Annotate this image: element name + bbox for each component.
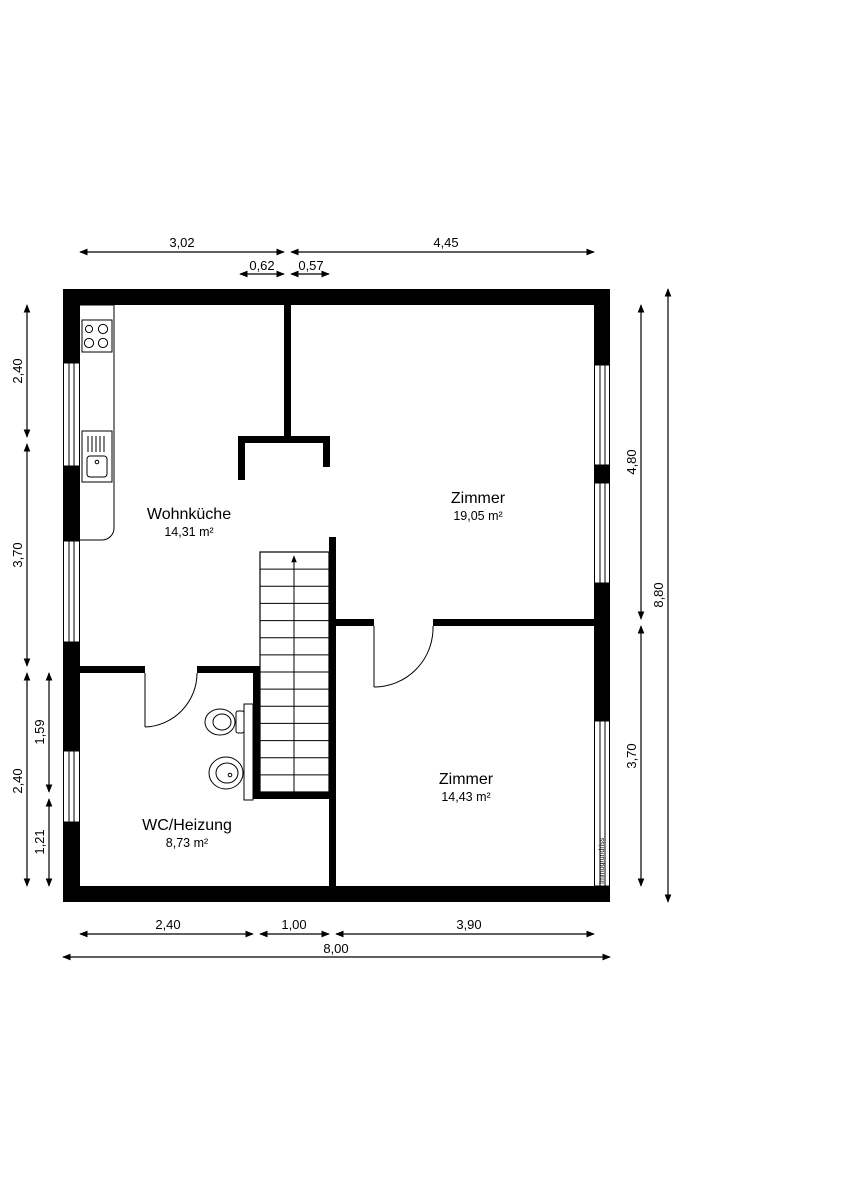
dim-right-total: 8,80 [651, 582, 666, 607]
dim-bottom-left: 2,40 [155, 917, 180, 932]
window-right-2 [594, 482, 610, 584]
window-left-1 [63, 362, 80, 467]
room-area-wohnkueche: 14,31 m² [164, 525, 213, 539]
door-wc [144, 672, 198, 728]
dim-left-upper: 2,40 [10, 358, 25, 383]
dim-bottom-total: 8,00 [323, 941, 348, 956]
dim-top-small-right: 0,57 [298, 258, 323, 273]
room-name-wc: WC/Heizung [142, 817, 232, 834]
room-name-zimmer-top: Zimmer [451, 490, 506, 507]
room-name-zimmer-bottom: Zimmer [439, 771, 494, 788]
interior-walls [80, 305, 594, 886]
dim-left-lower: 2,40 [10, 768, 25, 793]
sink-icon [81, 430, 113, 483]
watermark-label: Immogrundriss [599, 837, 606, 884]
exterior-walls [63, 289, 610, 902]
washbasin-icon [208, 756, 244, 790]
window-left-3 [63, 750, 80, 823]
room-area-zimmer-bottom: 14,43 m² [441, 790, 490, 804]
room-area-zimmer-top: 19,05 m² [453, 509, 502, 523]
staircase [259, 551, 330, 793]
dim-top-small-left: 0,62 [249, 258, 274, 273]
dim-top-right: 4,45 [433, 235, 458, 250]
window-left-2 [63, 540, 80, 643]
toilet-icon [204, 703, 254, 801]
dim-left-inner-lower: 1,21 [32, 829, 47, 854]
room-name-wohnkueche: Wohnküche [147, 506, 231, 523]
dim-top-left: 3,02 [169, 235, 194, 250]
dimension-lines [23, 248, 672, 961]
dim-bottom-middle: 1,00 [281, 917, 306, 932]
dim-left-inner-upper: 1,59 [32, 719, 47, 744]
dim-bottom-right: 3,90 [456, 917, 481, 932]
dim-left-middle: 3,70 [10, 542, 25, 567]
room-area-wc: 8,73 m² [166, 836, 208, 850]
window-right-1 [594, 364, 610, 466]
door-zimmer [373, 625, 434, 688]
stove-icon [81, 319, 113, 353]
kitchen-counter [80, 304, 115, 541]
dim-right-lower: 3,70 [624, 743, 639, 768]
window-right-3 [594, 720, 610, 887]
dim-right-upper: 4,80 [624, 449, 639, 474]
